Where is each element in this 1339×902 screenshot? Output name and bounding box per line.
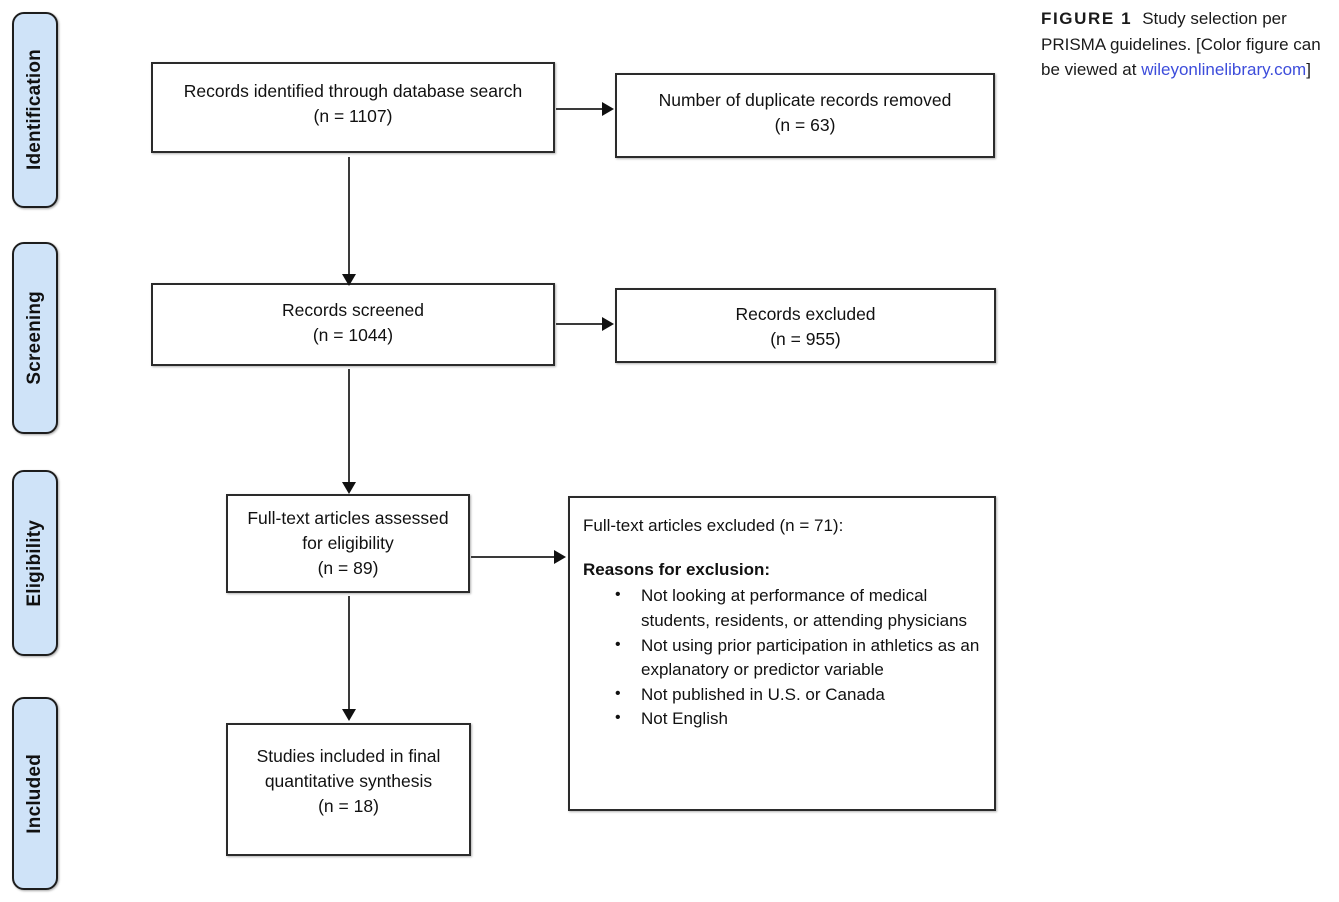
figure-caption-label: FIGURE 1 [1041,9,1133,28]
node-studies-included-line1: Studies included in final [256,746,441,766]
node-records-screened-line1: Records screened [281,300,425,320]
list-item: Not English [615,706,984,732]
phase-label-screening-text: Screening [24,291,45,385]
node-fulltext-assessed-count: (n = 89) [317,557,379,578]
connector-fulltext-to-exclusion-reasons-line [471,556,556,558]
arrow-right-icon [602,317,614,331]
phase-label-included: Included [12,697,58,890]
connector-identified-to-screened-line [348,157,350,275]
node-fulltext-assessed-line2: for eligibility [302,532,394,553]
exclusion-headline: Full-text articles excluded (n = 71): [583,516,844,535]
node-records-screened-count: (n = 1044) [312,324,394,345]
node-records-screened: Records screened (n = 1044) [151,283,555,366]
node-exclusion-reasons: Full-text articles excluded (n = 71): Re… [568,496,996,811]
connector-screened-to-excluded-line [556,323,604,325]
figure-caption-text-after: ] [1306,60,1311,79]
phase-label-included-text: Included [24,753,45,834]
connector-screened-to-fulltext-line [348,369,350,483]
node-records-identified-count: (n = 1107) [313,105,393,126]
connector-fulltext-to-included-line [348,596,350,710]
arrow-right-icon [602,102,614,116]
phase-label-eligibility: Eligibility [12,470,58,656]
arrow-down-icon [342,482,356,494]
exclusion-reasons-title: Reasons for exclusion: [583,560,771,580]
phase-label-screening: Screening [12,242,58,434]
phase-label-eligibility-text: Eligibility [24,519,45,607]
figure-caption-text: Study selection per PRISMA guidelines. [… [1041,9,1321,79]
arrow-down-icon [342,274,356,286]
node-studies-included-line2: quantitative synthesis [264,770,433,791]
node-duplicates-removed-count: (n = 63) [774,114,836,135]
node-records-excluded-count: (n = 955) [770,328,841,349]
arrow-right-icon [554,550,566,564]
node-records-excluded-line1: Records excluded [735,304,876,324]
connector-identified-to-duplicates-line [556,108,604,110]
phase-label-identification: Identification [12,12,58,208]
node-fulltext-assessed-line1: Full-text articles assessed [247,508,449,528]
node-studies-included: Studies included in final quantitative s… [226,723,471,856]
arrow-down-icon [342,709,356,721]
node-records-excluded: Records excluded (n = 955) [615,288,996,363]
list-item: Not published in U.S. or Canada [615,682,984,708]
node-duplicates-removed-line1: Number of duplicate records removed [658,90,952,110]
exclusion-reasons-list: Not looking at performance of medical st… [583,583,984,732]
list-item: Not looking at performance of medical st… [615,583,984,633]
node-studies-included-count: (n = 18) [318,795,379,816]
node-records-identified: Records identified through database sear… [151,62,555,153]
list-item: Not using prior participation in athleti… [615,633,984,683]
node-duplicates-removed: Number of duplicate records removed (n =… [615,73,995,158]
node-fulltext-assessed: Full-text articles assessed for eligibil… [226,494,470,593]
phase-label-identification-text: Identification [24,49,45,171]
node-records-identified-line1: Records identified through database sear… [183,81,523,101]
wileyonlinelibrary-link[interactable]: wileyonlinelibrary.com [1141,60,1307,79]
